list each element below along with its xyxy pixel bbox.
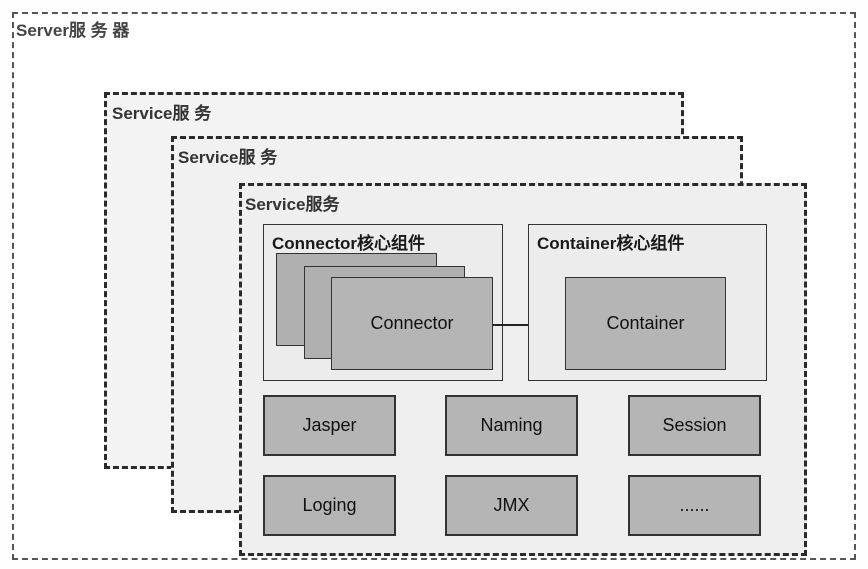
container-component-label: Container (606, 313, 685, 333)
module-session: Session (628, 395, 761, 456)
connector-component: Connector (331, 277, 493, 370)
server-label: Server服 务 器 (16, 21, 130, 40)
module-label: Jasper (302, 415, 357, 435)
service-label: Service服 务 (178, 148, 278, 167)
service-label: Service服务 (245, 195, 340, 214)
module-label: Naming (480, 415, 543, 435)
connector-panel-title: Connector核心组件 (272, 234, 425, 253)
module-jasper: Jasper (263, 395, 396, 456)
module-naming: Naming (445, 395, 578, 456)
module-label: Session (662, 415, 727, 435)
service-label: Service服 务 (112, 104, 212, 123)
module-more: ...... (628, 475, 761, 536)
module-jmx: JMX (445, 475, 578, 536)
container-panel-title: Container核心组件 (537, 234, 685, 253)
connector-component-label: Connector (370, 313, 454, 333)
module-label: ...... (679, 495, 710, 515)
module-label: Loging (302, 495, 357, 515)
container-component: Container (565, 277, 726, 370)
module-loging: Loging (263, 475, 396, 536)
module-label: JMX (493, 495, 530, 515)
